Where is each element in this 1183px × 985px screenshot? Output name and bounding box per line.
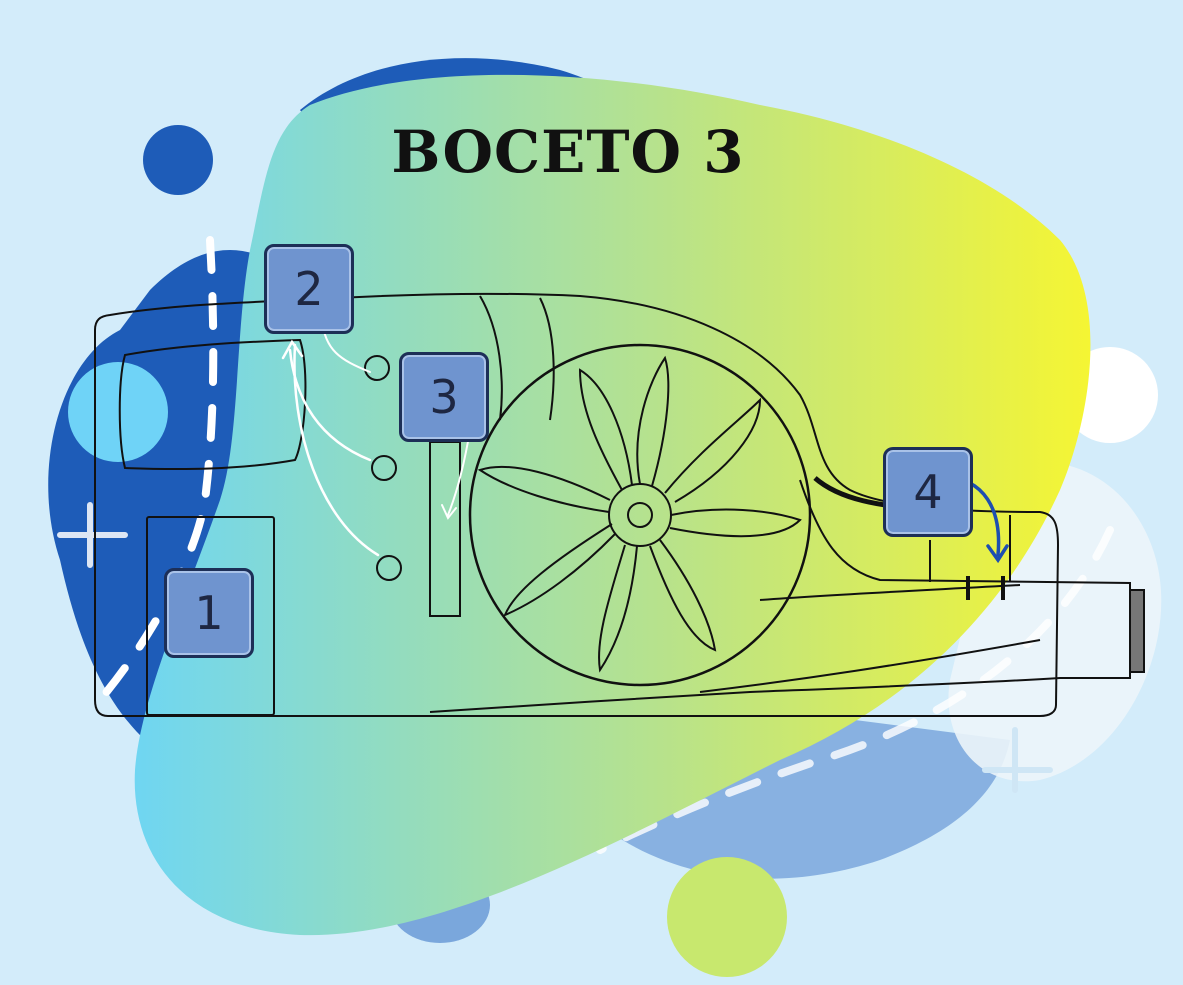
step-badge-4[interactable]: 4	[883, 447, 973, 537]
arrow-sensor3-to-2	[293, 343, 380, 557]
light-cyan-circle	[68, 362, 168, 462]
sensor-2	[371, 455, 397, 481]
motor-box	[146, 516, 275, 716]
step-number-4: 4	[913, 465, 943, 519]
nozzle-marks	[966, 576, 1005, 600]
vertical-slot	[429, 441, 461, 617]
housing-outline	[94, 292, 1060, 717]
step-number-1: 1	[194, 586, 224, 640]
step-badge-3[interactable]: 3	[399, 352, 489, 442]
dashed-path-right	[596, 526, 1114, 854]
hopper	[118, 338, 307, 471]
duct-lower	[429, 479, 1131, 713]
sensor-3	[376, 555, 402, 581]
step-badge-1[interactable]: 1	[164, 568, 254, 658]
diagram-title: BOCETO 3	[391, 118, 745, 186]
arrow-sensor2-to-2	[288, 348, 372, 462]
support-legs	[929, 515, 1011, 582]
small-blue-circle	[143, 125, 213, 195]
dashed-path-left	[96, 236, 218, 704]
nozzle-tip	[1129, 589, 1145, 673]
plus-icon	[57, 502, 128, 568]
fan-hood	[479, 295, 555, 421]
green-circle	[667, 857, 787, 977]
step-number-3: 3	[429, 370, 459, 424]
duct-inner	[699, 584, 1041, 693]
plus-icon-right	[982, 727, 1053, 793]
step-number-2: 2	[294, 262, 324, 316]
machine-drawing	[94, 292, 1145, 717]
fan-icon	[468, 343, 812, 687]
gradient-blob	[134, 74, 1091, 936]
step-badge-2[interactable]: 2	[264, 244, 354, 334]
sensor-1	[364, 355, 390, 381]
